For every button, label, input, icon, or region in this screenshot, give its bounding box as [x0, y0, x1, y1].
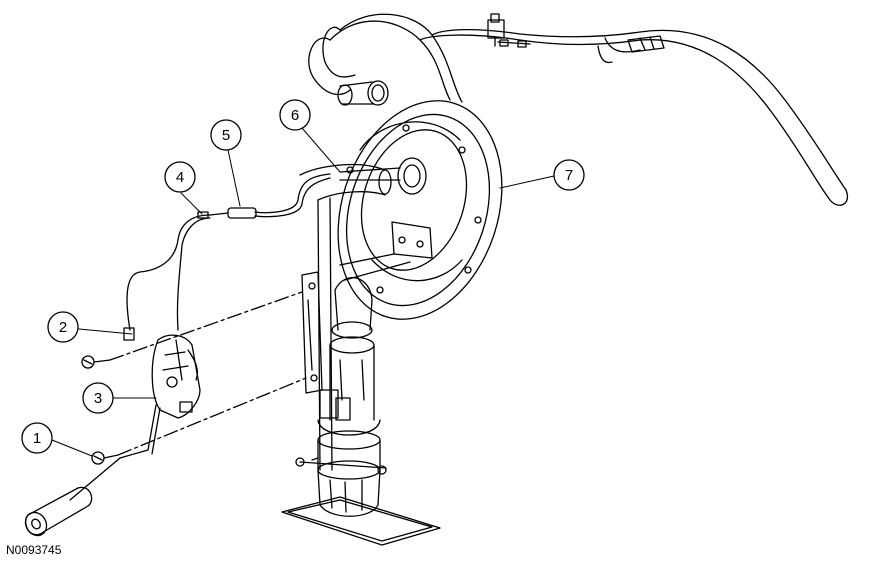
svg-text:3: 3: [94, 390, 102, 407]
svg-text:4: 4: [176, 169, 184, 186]
screw-upper: [81, 355, 111, 369]
callout-3: 3: [82, 382, 114, 414]
svg-text:1: 1: [33, 430, 41, 447]
svg-text:6: 6: [291, 107, 299, 124]
leader-lines: [51, 127, 555, 457]
float-arm: [69, 404, 161, 501]
svg-text:7: 7: [565, 167, 573, 184]
flange-electrical-connector: [339, 157, 427, 195]
wiring-harness: [123, 173, 331, 341]
callout-7: 7: [553, 159, 585, 191]
svg-text:5: 5: [222, 127, 230, 144]
hose-end-connector: [337, 80, 389, 106]
figure-id: N0093745: [6, 543, 62, 557]
fuel-level-sender: [151, 334, 201, 419]
callout-2: 2: [47, 311, 79, 343]
hose-fitting-right: [627, 35, 665, 53]
fuel-level-float: [24, 486, 93, 537]
callout-5: 5: [210, 119, 242, 151]
fuel-pump-reservoir: [295, 277, 387, 517]
callout-1: 1: [21, 422, 53, 454]
flange-bracket: [339, 221, 433, 281]
svg-text:2: 2: [59, 319, 67, 336]
reservoir-base-plate: [281, 496, 441, 546]
fuel-line-hoses: [308, 13, 849, 206]
screw-lower: [91, 451, 119, 465]
callout-4: 4: [164, 161, 196, 193]
mounting-flange: [337, 100, 503, 320]
assembly-lines: [109, 291, 307, 456]
callout-6: 6: [279, 99, 311, 131]
fuel-supply-tube: [299, 163, 392, 471]
hose-fitting-left: [487, 13, 531, 48]
